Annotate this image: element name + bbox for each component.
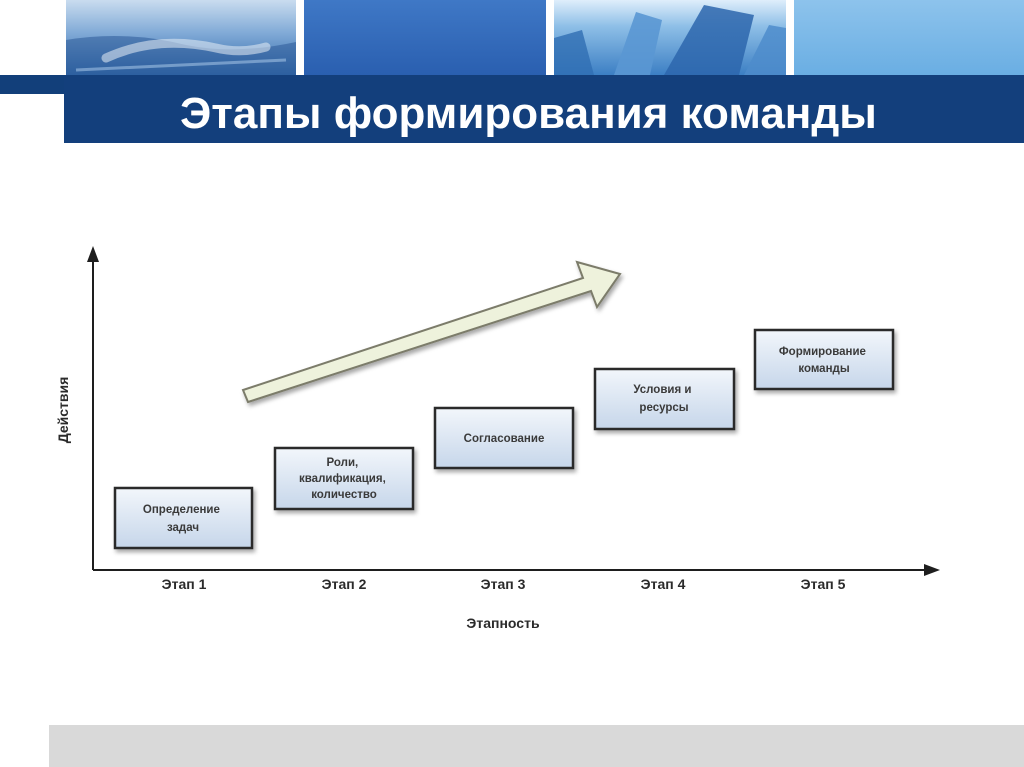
stage-box-1-line-2: задач <box>167 522 199 534</box>
header-color-block-right <box>794 0 1024 75</box>
stage-box-4-line-2: ресурсы <box>639 402 688 414</box>
header-photo-keyboard <box>66 0 296 75</box>
header-color-block <box>304 0 546 75</box>
stage-box-5: Формирование команды <box>753 328 895 391</box>
stage-box-4: Условия и ресурсы <box>593 367 736 431</box>
x-axis-title: Этапность <box>466 615 540 631</box>
stage-label-2: Этап 2 <box>322 576 367 592</box>
stage-box-2: Роли, квалификация, количество <box>273 446 415 511</box>
skyscraper-image <box>554 5 786 75</box>
title-bar <box>64 75 1024 143</box>
stage-label-1: Этап 1 <box>162 576 207 592</box>
x-axis-arrowhead <box>924 564 940 576</box>
stage-label-3: Этап 3 <box>481 576 526 592</box>
header-photo-buildings <box>554 0 786 75</box>
svg-text:Роли, квалификация,: Роли, квалификация, количество <box>299 457 389 501</box>
stage-box-2-line-3: количество <box>311 489 377 501</box>
stage-box-1: Определение задач <box>113 486 254 550</box>
stage-box-3-line-1: Согласование <box>464 433 545 445</box>
stage-label-4: Этап 4 <box>641 576 686 592</box>
svg-text:Определение задач: Определение задач <box>143 504 223 534</box>
stage-box-4-line-1: Условия и <box>633 384 691 396</box>
y-axis-arrowhead <box>87 246 99 262</box>
stage-box-5-line-2: команды <box>798 363 849 375</box>
stage-label-5: Этап 5 <box>801 576 846 592</box>
stage-box-1-line-1: Определение <box>143 504 220 516</box>
svg-text:Условия и ресурсы: Условия и ресурсы <box>633 384 694 414</box>
left-accent-band <box>0 75 64 94</box>
stage-box-5-line-1: Формирование <box>779 346 866 358</box>
y-axis-title: Действия <box>55 377 71 444</box>
svg-text:Согласование: Согласование <box>464 433 545 445</box>
stage-box-3: Согласование <box>433 406 575 470</box>
slide-title: Этапы формирования команды <box>180 89 877 138</box>
svg-text:Формирование команды: Формирование команды <box>779 346 869 375</box>
stage-box-2-line-1: Роли, <box>327 457 359 469</box>
footer-bar <box>49 725 1024 767</box>
stage-box-2-line-2: квалификация, <box>299 473 386 485</box>
keyboard-hands-image <box>66 36 296 75</box>
progress-arrow <box>241 260 622 404</box>
